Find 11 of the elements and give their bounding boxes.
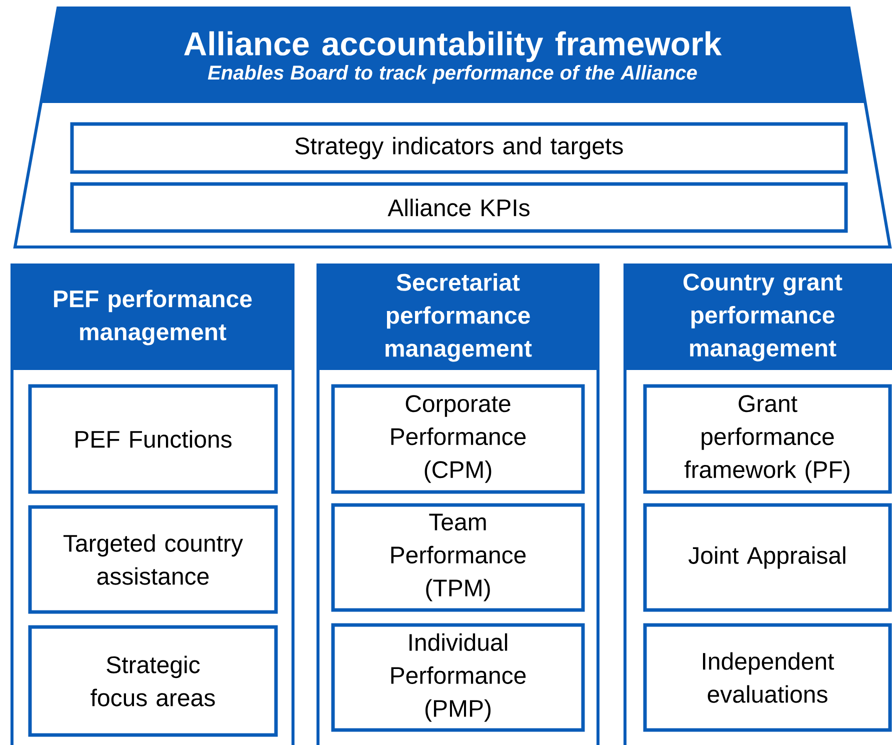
item-box: Alliance KPIs [70, 182, 848, 233]
item-box: Independent evaluations [643, 623, 892, 732]
item-box: Strategy indicators and targets [70, 122, 848, 174]
item-box: Team Performance (TPM) [331, 503, 585, 612]
item-box: Individual Performance (PMP) [331, 623, 585, 732]
item-box: Targeted country assistance [28, 505, 278, 614]
item-box: PEF Functions [28, 384, 278, 494]
item-box: Grant performance framework (PF) [643, 384, 892, 494]
item-box: Strategic focus areas [28, 625, 278, 737]
item-box: Corporate Performance (CPM) [331, 384, 585, 494]
item-box: Joint Appraisal [643, 503, 892, 612]
